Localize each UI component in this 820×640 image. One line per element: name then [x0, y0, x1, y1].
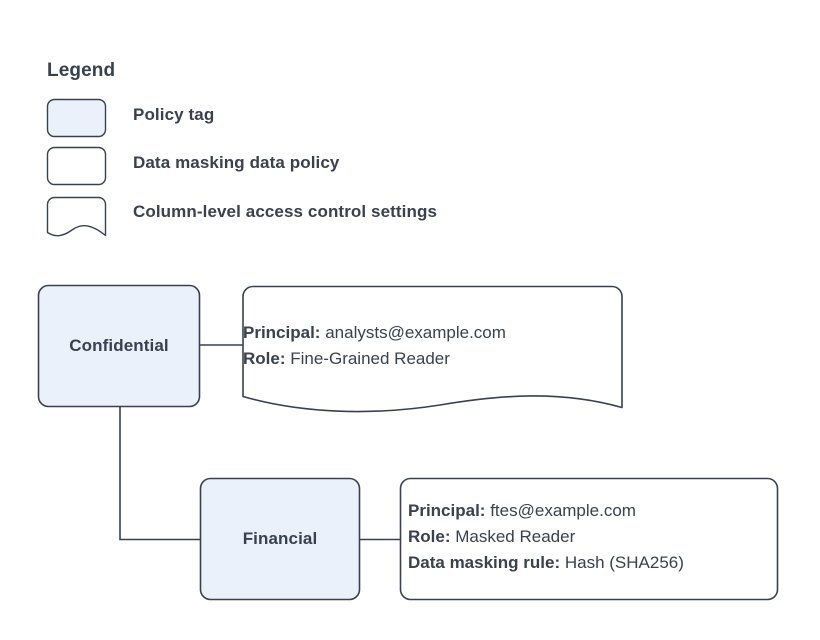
node-label-financial: Financial [242, 529, 318, 548]
legend-swatch-policy-tag [46, 98, 107, 138]
detail-key: Principal: [408, 501, 486, 520]
detail-value: Hash (SHA256) [564, 553, 684, 572]
detail-row: Principal: ftes@example.com [408, 498, 684, 524]
legend-title: Legend [47, 60, 116, 81]
legend-swatch-column-level-access-settings [46, 196, 107, 237]
node-label-confidential: Confidential [69, 336, 169, 355]
connector-confidential-to-financial [119, 407, 200, 541]
legend-swatch-data-masking-policy [46, 146, 107, 186]
detail-key: Role: [243, 349, 286, 368]
detail-value: analysts@example.com [325, 323, 506, 342]
detail-box-confidential-access-settings-text: Principal: analysts@example.com Role: Fi… [243, 320, 506, 372]
node-financial[interactable] [199, 477, 361, 601]
detail-row: Role: Fine-Grained Reader [243, 346, 506, 372]
detail-key: Principal: [243, 323, 321, 342]
detail-key: Data masking rule: [408, 553, 561, 572]
detail-key: Role: [408, 527, 451, 546]
detail-row: Data masking rule: Hash (SHA256) [408, 550, 684, 576]
legend-label-data-masking-policy: Data masking data policy [133, 153, 340, 172]
detail-row: Role: Masked Reader [408, 524, 684, 550]
detail-value: ftes@example.com [490, 501, 636, 520]
detail-value: Masked Reader [455, 527, 576, 546]
legend-label-column-level-access-settings: Column-level access control settings [133, 202, 438, 221]
detail-row: Principal: analysts@example.com [243, 320, 506, 346]
detail-box-financial-masking-policy[interactable] [399, 477, 779, 601]
detail-box-financial-masking-policy-text: Principal: ftes@example.com Role: Masked… [408, 498, 684, 576]
detail-box-confidential-access-settings[interactable] [242, 285, 623, 413]
detail-value: Fine-Grained Reader [290, 349, 450, 368]
node-confidential[interactable] [37, 284, 201, 408]
legend-label-policy-tag: Policy tag [133, 105, 215, 124]
